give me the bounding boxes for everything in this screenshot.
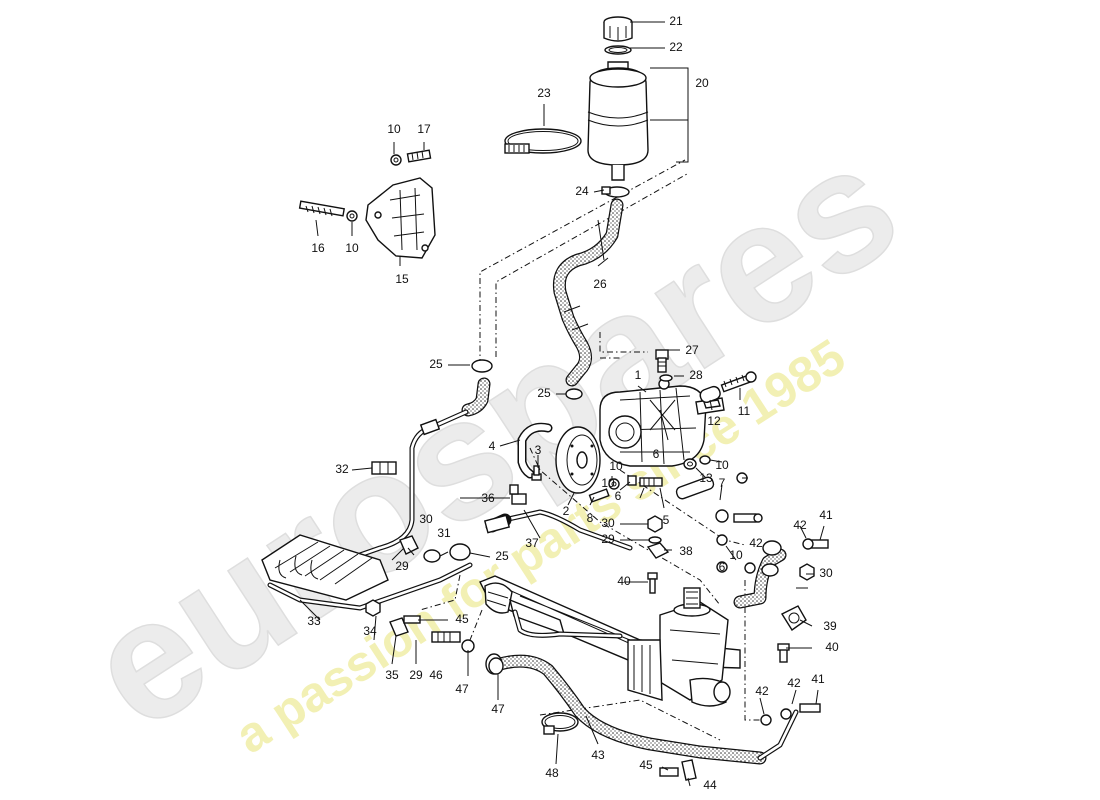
leader-lines: [299, 21, 825, 787]
callout-10-c: 10: [609, 459, 623, 473]
callout-25-c: 25: [495, 549, 509, 563]
clamp-24: [601, 186, 630, 198]
callout-46: 46: [429, 668, 443, 682]
callout-15: 15: [395, 272, 409, 286]
hose-43: [485, 653, 799, 765]
callout-6a: 6: [615, 489, 622, 503]
callout-10-b: 10: [345, 241, 359, 255]
callout-22: 22: [669, 40, 683, 54]
callout-45-a: 45: [455, 612, 469, 626]
callout-7: 7: [719, 476, 726, 490]
callout-34: 34: [363, 624, 377, 638]
callout-labels: 1 2 3 4 5 6 6 6 7 8 10 10 10 10 10 10 11…: [307, 14, 839, 792]
return-hose-4: [517, 422, 553, 479]
callout-42-c: 42: [755, 684, 769, 698]
callout-41-a: 41: [819, 508, 833, 522]
callout-21: 21: [669, 14, 683, 28]
guide-lines: [419, 159, 762, 741]
callout-5: 5: [663, 513, 670, 527]
callout-25-a: 25: [429, 357, 443, 371]
callout-37: 37: [525, 536, 539, 550]
callout-40-a: 40: [617, 574, 631, 588]
callout-13: 13: [699, 471, 713, 485]
callout-24: 24: [575, 184, 589, 198]
hose-clamp-23: [504, 128, 582, 154]
callout-26: 26: [593, 277, 607, 291]
callout-29-a: 29: [395, 559, 409, 573]
callout-10-d: 10: [715, 458, 729, 472]
callout-48: 48: [545, 766, 559, 780]
callout-23: 23: [537, 86, 551, 100]
callout-10-e: 10: [729, 548, 743, 562]
callout-47-a: 47: [455, 682, 469, 696]
callout-33: 33: [307, 614, 321, 628]
callout-40-b: 40: [825, 640, 839, 654]
lower-right-fittings: [659, 538, 829, 781]
callout-20: 20: [695, 76, 709, 90]
callout-16: 16: [311, 241, 325, 255]
callout-45-b: 45: [639, 758, 653, 772]
suction-hose-26: [552, 198, 624, 387]
callout-35: 35: [385, 668, 399, 682]
pump-pulley: [555, 426, 601, 494]
callout-42-b: 42: [749, 536, 763, 550]
hose-right: [733, 540, 807, 632]
callout-42-d: 42: [787, 676, 801, 690]
callout-29-c: 29: [409, 668, 423, 682]
callout-38: 38: [679, 544, 693, 558]
callout-25-b: 25: [537, 386, 551, 400]
mounting-bracket: [298, 149, 436, 259]
callout-1: 1: [635, 368, 642, 382]
callout-10-a: 10: [387, 122, 401, 136]
callout-42-a: 42: [793, 518, 807, 532]
callout-2: 2: [563, 504, 570, 518]
callout-29-b: 29: [601, 532, 615, 546]
oil-cooler: [261, 534, 473, 611]
callout-17: 17: [417, 122, 431, 136]
callout-39: 39: [823, 619, 837, 633]
callout-4: 4: [489, 439, 496, 453]
pump-hardware: [371, 349, 763, 594]
callout-6c: 6: [719, 560, 726, 574]
callout-11: 11: [738, 404, 751, 418]
pressure-line-upper: [357, 359, 493, 558]
callout-28: 28: [689, 368, 703, 382]
callout-6b: 6: [653, 447, 660, 461]
callout-12: 12: [707, 414, 721, 428]
callout-30-c: 30: [819, 566, 833, 580]
callout-30-b: 30: [601, 516, 615, 530]
callout-43: 43: [591, 748, 605, 762]
callout-47-b: 47: [491, 702, 505, 716]
callout-8: 8: [587, 511, 594, 525]
callout-27: 27: [685, 343, 699, 357]
fluid-reservoir: [587, 16, 649, 181]
lower-left-fittings: [365, 599, 579, 735]
callout-36: 36: [481, 491, 495, 505]
callout-10-f: 10: [601, 476, 615, 490]
callout-31: 31: [437, 526, 451, 540]
callout-44: 44: [703, 778, 717, 792]
callout-3: 3: [535, 443, 542, 457]
callout-41-b: 41: [811, 672, 825, 686]
steering-rack: [479, 575, 741, 707]
callout-32: 32: [335, 462, 349, 476]
callout-30-a: 30: [419, 512, 433, 526]
